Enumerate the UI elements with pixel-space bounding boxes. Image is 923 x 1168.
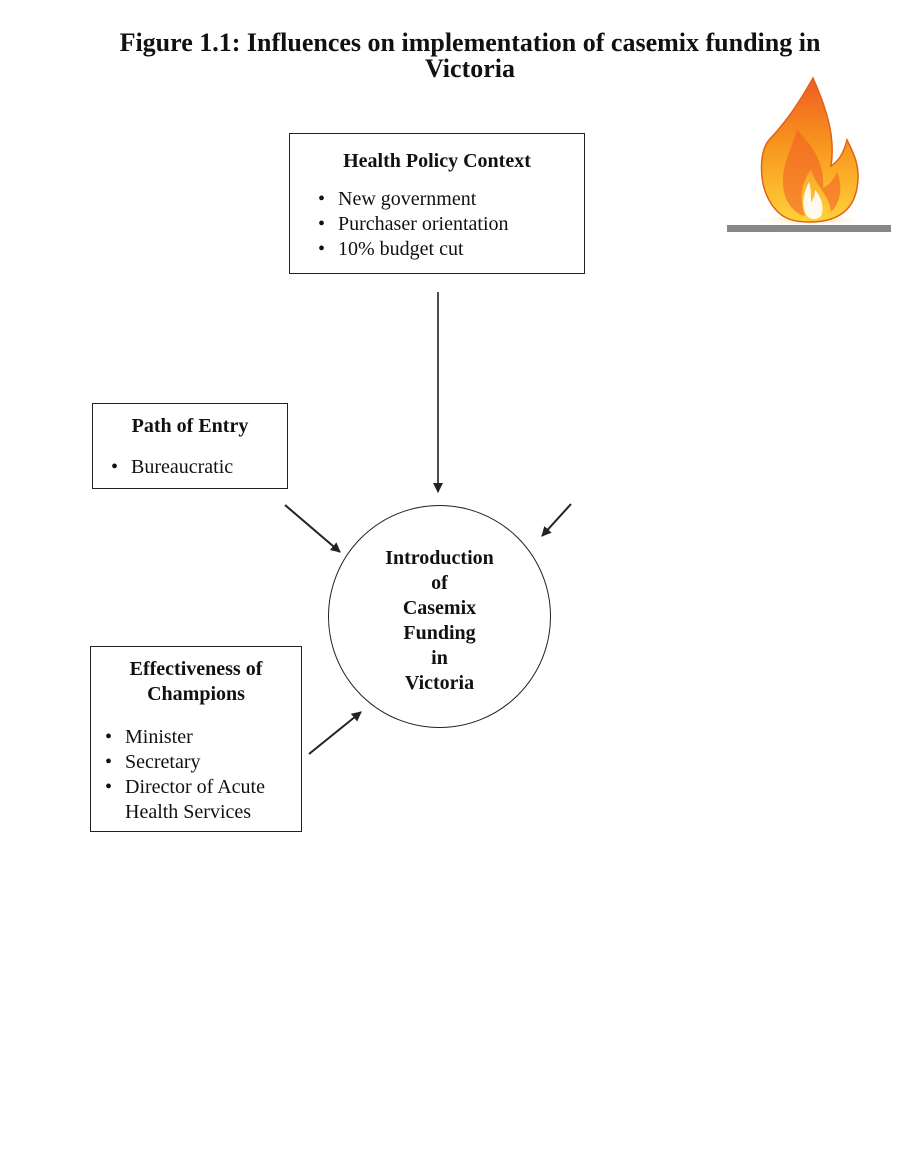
center-line: Funding xyxy=(403,622,476,644)
central-circle-text: Introduction of Casemix Funding in Victo… xyxy=(329,546,550,696)
central-circle: Introduction of Casemix Funding in Victo… xyxy=(328,505,551,728)
effectiveness-of-champions-box: Effectiveness of Champions Minister Secr… xyxy=(90,646,302,832)
list-item: New government xyxy=(314,187,509,212)
list-item: Purchaser orientation xyxy=(314,212,509,237)
list-item: Director of Acute xyxy=(101,775,265,800)
figure-title-line-1: Figure 1.1: Influences on implementation… xyxy=(119,28,821,57)
center-line: Casemix xyxy=(402,597,477,619)
figure-title: Figure 1.1: Influences on implementation… xyxy=(60,30,880,82)
center-line: of xyxy=(431,572,448,594)
list-item-continuation: Health Services xyxy=(125,801,252,823)
arrow-entry-to-center xyxy=(284,504,341,553)
champions-list: Minister Secretary Director of Acute Hea… xyxy=(101,725,265,825)
health-policy-context-box: Health Policy Context New government Pur… xyxy=(289,133,585,274)
center-line: in xyxy=(431,647,448,669)
center-line: Victoria xyxy=(404,672,475,694)
arrow-champions-to-center xyxy=(308,711,362,755)
path-of-entry-box: Path of Entry Bureaucratic xyxy=(92,403,288,489)
figure-title-line-2: Victoria xyxy=(425,54,515,83)
path-of-entry-title: Path of Entry xyxy=(131,415,249,437)
list-item: Minister xyxy=(101,725,265,750)
list-item: Bureaucratic xyxy=(107,455,233,480)
health-policy-context-title: Health Policy Context xyxy=(343,150,531,172)
list-item: Secretary xyxy=(101,750,265,775)
path-of-entry-list: Bureaucratic xyxy=(107,455,233,480)
flame-icon xyxy=(725,70,895,240)
champions-title-line-1: Effectiveness of xyxy=(129,658,263,680)
list-item: 10% budget cut xyxy=(314,237,509,262)
health-policy-list: New government Purchaser orientation 10%… xyxy=(314,187,509,262)
center-line: Introduction xyxy=(385,547,494,569)
effectiveness-of-champions-title: Effectiveness of Champions xyxy=(91,657,301,707)
arrow-right-to-center xyxy=(541,503,572,537)
champions-title-line-2: Champions xyxy=(147,683,245,705)
